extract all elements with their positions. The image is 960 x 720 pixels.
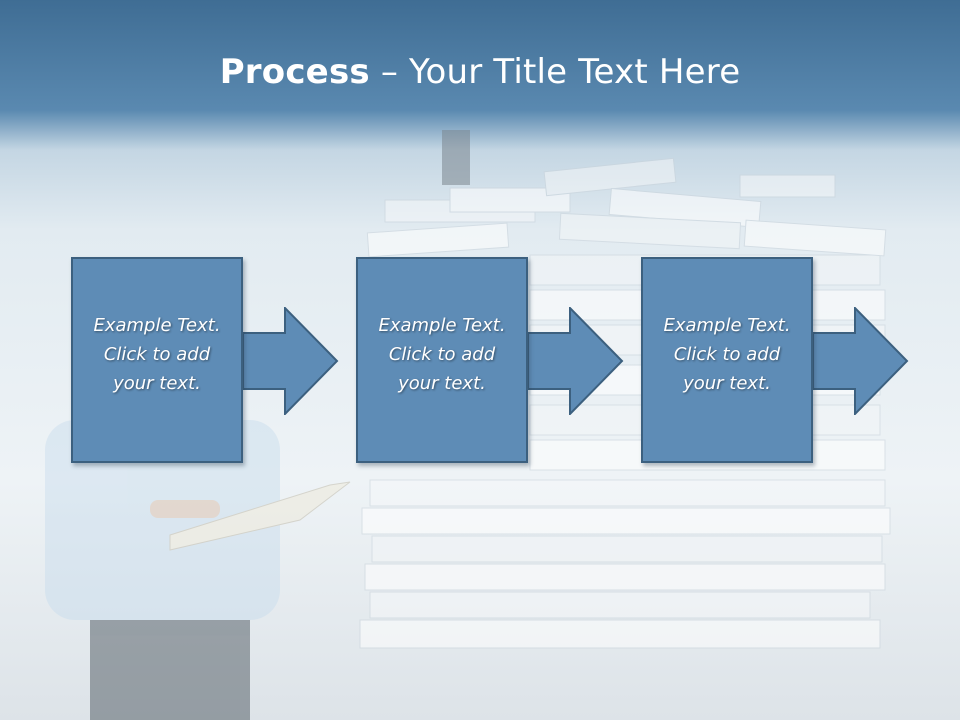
step-arrow-3 xyxy=(813,307,909,415)
title-rest: – Your Title Text Here xyxy=(369,52,741,92)
step-box-3[interactable]: Example Text. Click to add your text. xyxy=(641,257,813,463)
step-box-2[interactable]: Example Text. Click to add your text. xyxy=(356,257,528,463)
slide-title: Process – Your Title Text Here xyxy=(0,52,960,92)
reader-art xyxy=(45,420,351,720)
step-arrow-2 xyxy=(528,307,624,415)
title-bold: Process xyxy=(219,52,370,92)
step-text-1: Example Text. Click to add your text. xyxy=(93,315,221,394)
step-text-3: Example Text. Click to add your text. xyxy=(663,315,791,394)
book-tower-art xyxy=(359,130,891,649)
step-arrow-1 xyxy=(243,307,339,415)
step-box-1[interactable]: Example Text. Click to add your text. xyxy=(71,257,243,463)
step-text-2: Example Text. Click to add your text. xyxy=(378,315,506,394)
